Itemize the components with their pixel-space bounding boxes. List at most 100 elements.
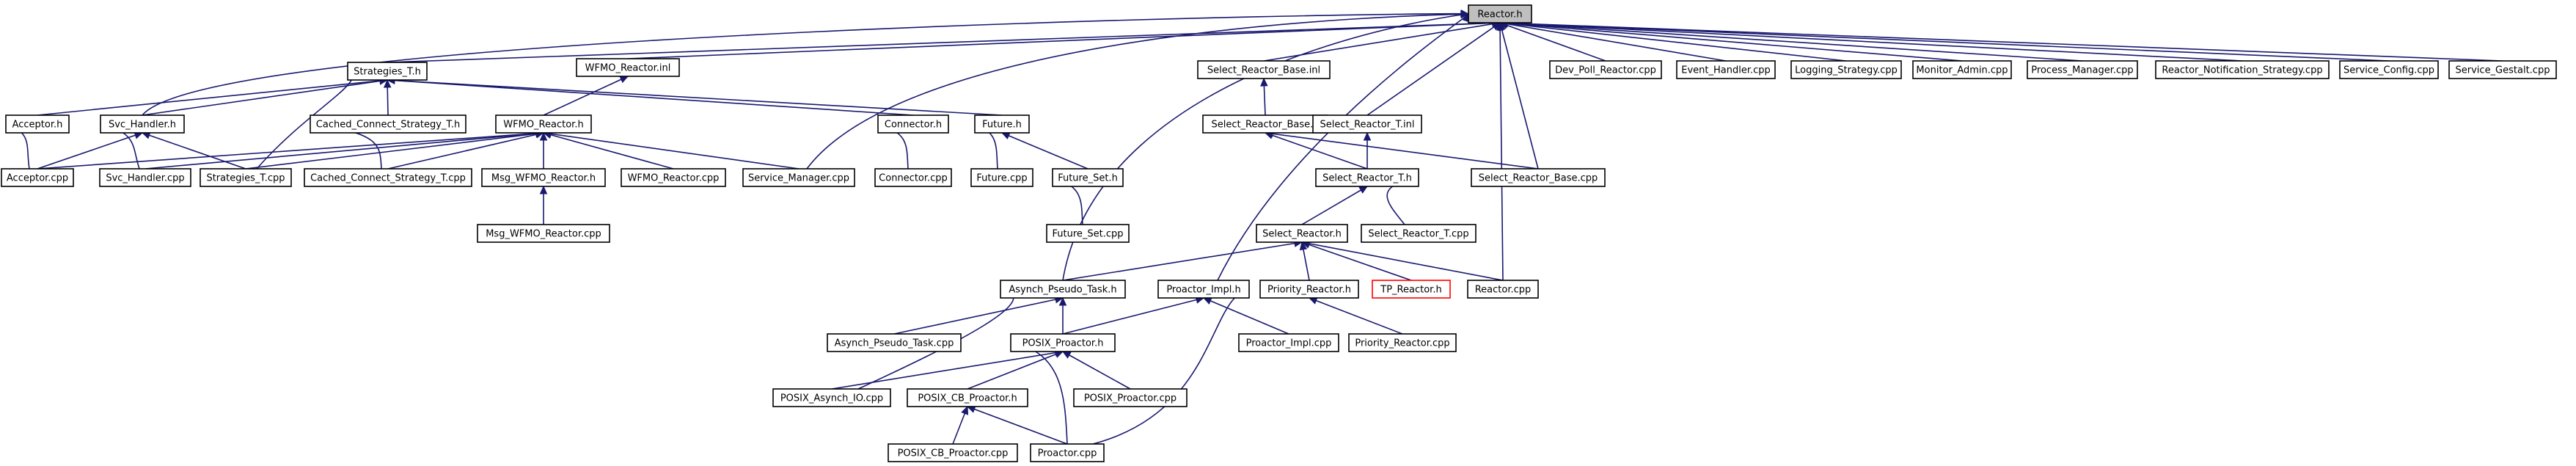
node-future-set-cpp[interactable]: Future_Set.cpp xyxy=(1046,224,1130,243)
node-box[interactable] xyxy=(310,114,466,134)
node-wfmo-reactor-inl[interactable]: WFMO_Reactor.inl xyxy=(576,58,680,77)
node-strategies-t-h[interactable]: Strategies_T.h xyxy=(347,62,428,81)
node-posix-cb-proactor-h[interactable]: POSIX_CB_Proactor.h xyxy=(907,388,1028,407)
node-reactor-h[interactable]: Reactor.h xyxy=(1468,4,1532,23)
node-acceptor-cpp[interactable]: Acceptor.cpp xyxy=(1,168,74,187)
node-strategies-t-cpp[interactable]: Strategies_T.cpp xyxy=(200,168,292,187)
node-posix-cb-proactor-cpp[interactable]: POSIX_CB_Proactor.cpp xyxy=(888,443,1018,462)
node-box[interactable] xyxy=(874,168,952,187)
node-priority-reactor-h[interactable]: Priority_Reactor.h xyxy=(1259,280,1359,299)
node-box[interactable] xyxy=(1010,333,1116,352)
node-box[interactable] xyxy=(495,114,592,134)
node-future-cpp[interactable]: Future.cpp xyxy=(970,168,1033,187)
node-box[interactable] xyxy=(1197,60,1331,79)
node-box[interactable] xyxy=(1676,60,1776,79)
node-box[interactable] xyxy=(2339,60,2439,79)
node-proactor-impl-cpp[interactable]: Proactor_Impl.cpp xyxy=(1238,333,1339,352)
node-box[interactable] xyxy=(974,114,1030,134)
node-box[interactable] xyxy=(304,168,472,187)
node-service-gestalt-cpp[interactable]: Service_Gestalt.cpp xyxy=(2448,60,2557,79)
node-future-h[interactable]: Future.h xyxy=(974,114,1030,134)
node-select-reactor-t-cpp[interactable]: Select_Reactor_T.cpp xyxy=(1361,224,1477,243)
node-future-set-h[interactable]: Future_Set.h xyxy=(1052,168,1124,187)
node-cached-connect-strategy-t-h[interactable]: Cached_Connect_Strategy_T.h xyxy=(310,114,466,134)
node-svc-handler-cpp[interactable]: Svc_Handler.cpp xyxy=(99,168,191,187)
node-box[interactable] xyxy=(1000,280,1126,299)
node-box[interactable] xyxy=(1,168,74,187)
node-asynch-pseudo-task-cpp[interactable]: Asynch_Pseudo_Task.cpp xyxy=(827,333,962,352)
node-select-reactor-h[interactable]: Select_Reactor.h xyxy=(1256,224,1348,243)
node-box[interactable] xyxy=(1467,280,1539,299)
node-proactor-impl-h[interactable]: Proactor_Impl.h xyxy=(1157,280,1250,299)
node-box[interactable] xyxy=(1912,60,2012,79)
node-box[interactable] xyxy=(1256,224,1348,243)
node-msg-wfmo-reactor-h[interactable]: Msg_WFMO_Reactor.h xyxy=(481,168,606,187)
node-box[interactable] xyxy=(200,168,292,187)
node-box[interactable] xyxy=(576,58,680,77)
node-connector-h[interactable]: Connector.h xyxy=(877,114,949,134)
node-acceptor-h[interactable]: Acceptor.h xyxy=(5,114,70,134)
node-box[interactable] xyxy=(347,62,428,81)
node-box[interactable] xyxy=(888,443,1018,462)
node-box[interactable] xyxy=(1259,280,1359,299)
node-box[interactable] xyxy=(1238,333,1339,352)
node-box[interactable] xyxy=(99,168,191,187)
node-box[interactable] xyxy=(2448,60,2557,79)
node-asynch-pseudo-task-h[interactable]: Asynch_Pseudo_Task.h xyxy=(1000,280,1126,299)
node-box[interactable] xyxy=(481,168,606,187)
node-reactor-cpp[interactable]: Reactor.cpp xyxy=(1467,280,1539,299)
node-box[interactable] xyxy=(1312,114,1422,134)
node-msg-wfmo-reactor-cpp[interactable]: Msg_WFMO_Reactor.cpp xyxy=(477,224,610,243)
node-box[interactable] xyxy=(1549,60,1662,79)
node-box[interactable] xyxy=(2027,60,2138,79)
node-box[interactable] xyxy=(1046,224,1130,243)
node-box[interactable] xyxy=(970,168,1033,187)
node-box[interactable] xyxy=(877,114,949,134)
node-box[interactable] xyxy=(1361,224,1477,243)
node-box[interactable] xyxy=(742,168,855,187)
node-box[interactable] xyxy=(1790,60,1902,79)
node-box[interactable] xyxy=(1348,333,1457,352)
node-box[interactable] xyxy=(1372,280,1451,299)
node-monitor-admin-cpp[interactable]: Monitor_Admin.cpp xyxy=(1912,60,2012,79)
node-box[interactable] xyxy=(100,114,185,134)
node-select-reactor-t-inl[interactable]: Select_Reactor_T.inl xyxy=(1312,114,1422,134)
node-priority-reactor-cpp[interactable]: Priority_Reactor.cpp xyxy=(1348,333,1457,352)
node-box[interactable] xyxy=(907,388,1028,407)
node-box[interactable] xyxy=(1030,443,1105,462)
arrowhead xyxy=(1061,351,1072,359)
node-box[interactable] xyxy=(477,224,610,243)
node-posix-asynch-io-cpp[interactable]: POSIX_Asynch_IO.cpp xyxy=(772,388,891,407)
node-posix-proactor-h[interactable]: POSIX_Proactor.h xyxy=(1010,333,1116,352)
node-box[interactable] xyxy=(1052,168,1124,187)
node-box[interactable] xyxy=(1315,168,1419,187)
node-select-reactor-t-h[interactable]: Select_Reactor_T.h xyxy=(1315,168,1419,187)
node-wfmo-reactor-h[interactable]: WFMO_Reactor.h xyxy=(495,114,592,134)
node-select-reactor-base-cpp[interactable]: Select_Reactor_Base.cpp xyxy=(1471,168,1606,187)
node-select-reactor-base-inl[interactable]: Select_Reactor_Base.inl xyxy=(1197,60,1331,79)
node-service-config-cpp[interactable]: Service_Config.cpp xyxy=(2339,60,2439,79)
node-box[interactable] xyxy=(1157,280,1250,299)
node-event-handler-cpp[interactable]: Event_Handler.cpp xyxy=(1676,60,1776,79)
node-tp-reactor-h[interactable]: TP_Reactor.h xyxy=(1372,280,1451,299)
node-posix-proactor-cpp[interactable]: POSIX_Proactor.cpp xyxy=(1073,388,1188,407)
node-svc-handler-h[interactable]: Svc_Handler.h xyxy=(100,114,185,134)
node-cached-connect-strategy-t-cpp[interactable]: Cached_Connect_Strategy_T.cpp xyxy=(304,168,472,187)
node-box[interactable] xyxy=(5,114,70,134)
node-reactor-notification-strategy-cpp[interactable]: Reactor_Notification_Strategy.cpp xyxy=(2155,60,2330,79)
node-process-manager-cpp[interactable]: Process_Manager.cpp xyxy=(2027,60,2138,79)
node-box[interactable] xyxy=(1471,168,1606,187)
node-box[interactable] xyxy=(621,168,726,187)
node-select-reactor-base-h[interactable]: Select_Reactor_Base.h xyxy=(1202,114,1328,134)
node-box[interactable] xyxy=(1468,4,1532,23)
node-box[interactable] xyxy=(1073,388,1188,407)
node-dev-poll-reactor-cpp[interactable]: Dev_Poll_Reactor.cpp xyxy=(1549,60,1662,79)
node-wfmo-reactor-cpp[interactable]: WFMO_Reactor.cpp xyxy=(621,168,726,187)
node-box[interactable] xyxy=(2155,60,2330,79)
node-proactor-cpp[interactable]: Proactor.cpp xyxy=(1030,443,1105,462)
node-connector-cpp[interactable]: Connector.cpp xyxy=(874,168,952,187)
node-logging-strategy-cpp[interactable]: Logging_Strategy.cpp xyxy=(1790,60,1902,79)
node-box[interactable] xyxy=(772,388,891,407)
node-box[interactable] xyxy=(827,333,962,352)
node-service-manager-cpp[interactable]: Service_Manager.cpp xyxy=(742,168,855,187)
